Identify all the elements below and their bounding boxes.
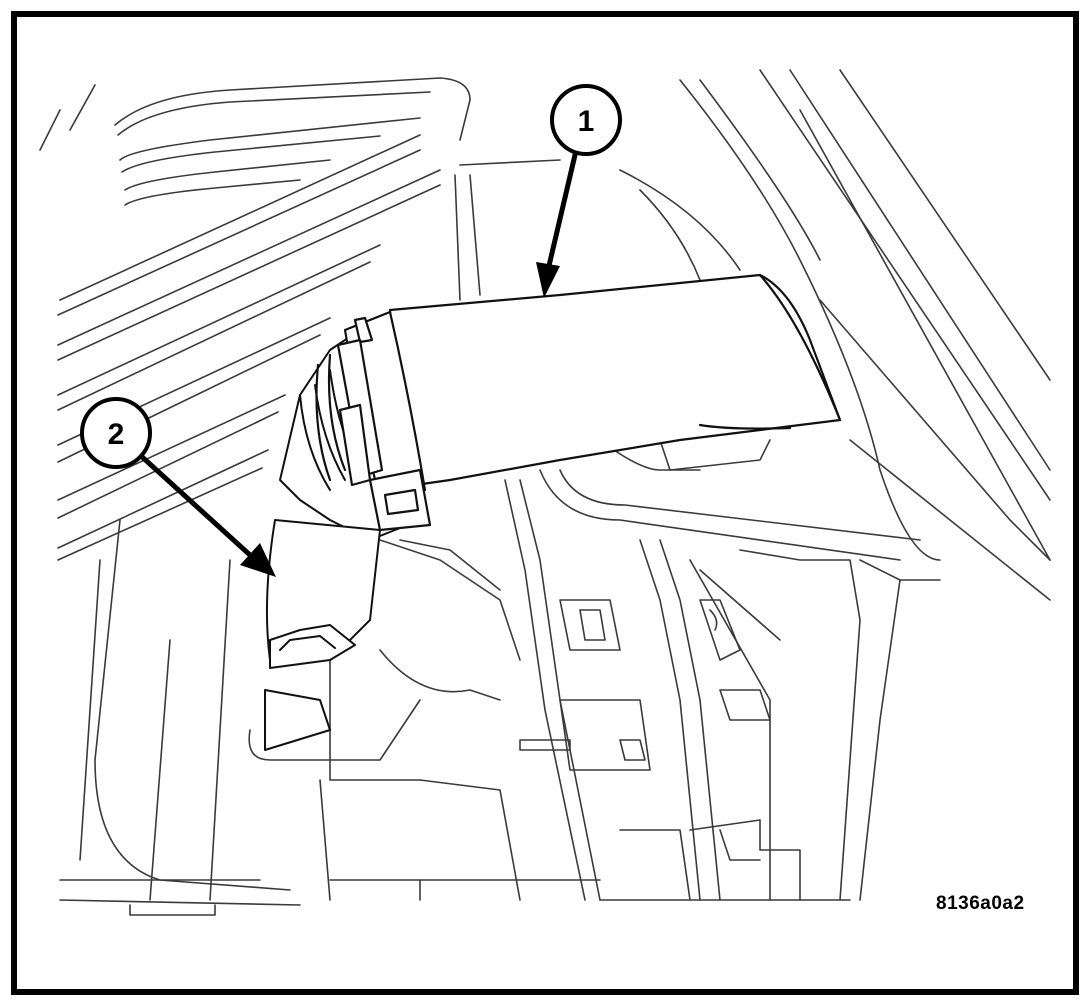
leader-arrow-1 xyxy=(536,152,578,298)
figure-id: 8136a0a2 xyxy=(936,893,1025,914)
lower-component-lines xyxy=(59,429,941,916)
callout-1-number: 1 xyxy=(578,105,595,138)
component-1-duct xyxy=(315,273,842,532)
callout-2-number: 2 xyxy=(108,418,125,451)
right-housing-contours xyxy=(454,69,1051,601)
callout-1: 1 xyxy=(550,84,622,156)
callout-2: 2 xyxy=(80,397,152,469)
leader-arrow-2 xyxy=(137,452,276,577)
